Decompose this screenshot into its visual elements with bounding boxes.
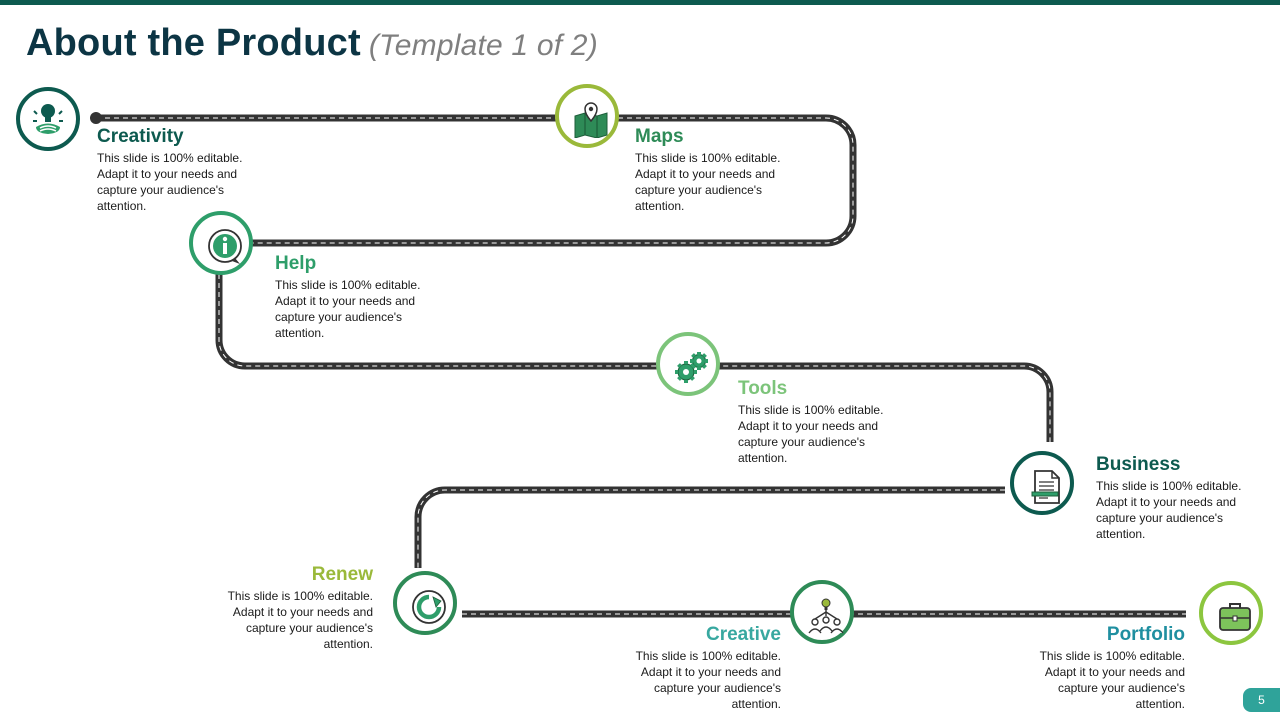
step-creativity: Creativity This slide is 100% editable. … [97,127,257,214]
brain-lightbulb-icon [33,104,63,134]
step-renew: Renew This slide is 100% editable. Adapt… [213,565,373,652]
map-pin-icon [574,102,608,138]
briefcase-icon [1219,603,1251,631]
node-help[interactable] [189,211,253,275]
document-icon [1031,470,1060,504]
team-idea-icon [808,598,844,634]
step-title: Creative [706,624,781,645]
step-creative: Creative This slide is 100% editable. Ad… [621,625,781,712]
road-start-dot [90,112,102,124]
step-title: Portfolio [1106,624,1185,645]
step-tools: Tools This slide is 100% editable. Adapt… [738,379,898,466]
title-subtitle: (Template 1 of 2) [368,29,598,62]
step-title: Business [1096,454,1181,475]
step-title: Renew [311,564,373,585]
step-title: Help [275,253,317,274]
node-portfolio[interactable] [1199,581,1263,645]
step-description: This slide is 100% editable. Adapt it to… [635,151,781,213]
page-number-badge: 5 [1243,688,1280,712]
step-title: Creativity [97,126,184,147]
node-tools[interactable] [656,332,720,396]
step-business: Business This slide is 100% editable. Ad… [1096,455,1256,542]
page-title: About the Product(Template 1 of 2) [26,22,598,65]
step-title: Maps [635,126,684,147]
title-main: About the Product [26,22,361,64]
info-icon [208,229,242,264]
node-maps[interactable] [555,84,619,148]
step-maps: Maps This slide is 100% editable. Adapt … [635,127,795,214]
node-creativity[interactable] [16,87,80,151]
step-description: This slide is 100% editable. Adapt it to… [738,403,884,465]
node-renew[interactable] [393,571,457,635]
step-description: This slide is 100% editable. Adapt it to… [1039,649,1185,711]
step-description: This slide is 100% editable. Adapt it to… [275,278,421,340]
renew-arrow-icon [412,590,446,624]
step-description: This slide is 100% editable. Adapt it to… [227,589,373,651]
step-portfolio: Portfolio This slide is 100% editable. A… [1025,625,1185,712]
step-help: Help This slide is 100% editable. Adapt … [275,254,435,341]
top-accent-bar [0,0,1280,5]
node-creative[interactable] [790,580,854,644]
step-description: This slide is 100% editable. Adapt it to… [1096,479,1242,541]
gears-icon [675,352,708,383]
step-title: Tools [738,378,788,399]
step-description: This slide is 100% editable. Adapt it to… [97,151,243,213]
node-business[interactable] [1010,451,1074,515]
step-description: This slide is 100% editable. Adapt it to… [635,649,781,711]
